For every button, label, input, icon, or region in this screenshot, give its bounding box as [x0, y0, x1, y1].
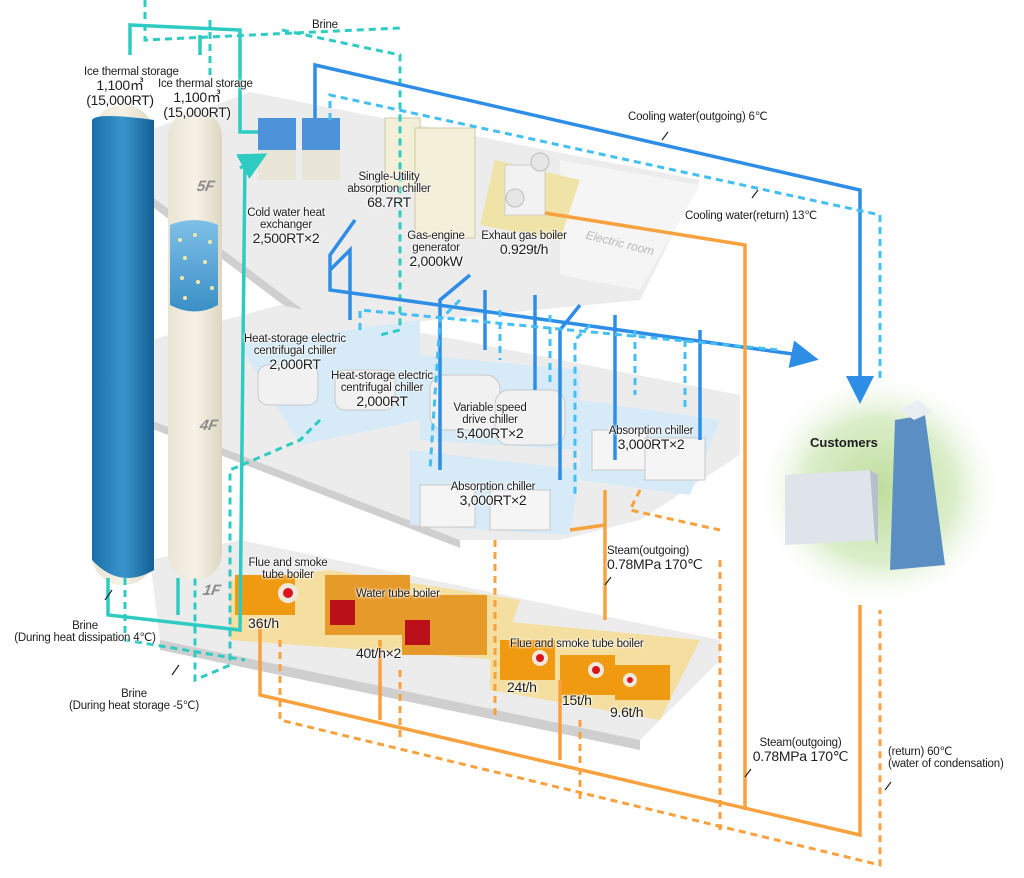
absorption-chiller-1-label: Absorption chiller 3,000RT×2	[608, 425, 694, 453]
boiler-capacity-9-6: 9.6t/h	[610, 704, 644, 720]
cold-water-heat-exchanger-unit	[258, 118, 340, 180]
leader-lines	[104, 131, 892, 791]
ice-storage-tank-2	[168, 110, 222, 580]
heat-storage-chiller-1-label: Heat-storage electric centrifugal chille…	[244, 333, 346, 373]
customer-buildings	[785, 400, 945, 570]
cooling-return-label: Cooling water(return) 13℃	[685, 210, 817, 222]
flue-smoke-tube-boiler-1-capacity: 36t/h	[248, 615, 280, 631]
absorption-chiller-units	[419, 429, 706, 531]
exhaust-gas-boiler-unit	[480, 152, 580, 240]
boiler-capacity-15: 15t/h	[562, 692, 592, 708]
condensate-return-label: (return) 60℃ (water of condensation)	[888, 746, 1004, 771]
customers-label: Customers	[810, 435, 878, 450]
water-tube-boiler-capacity: 40t/h×2	[356, 645, 401, 661]
condensate-return-lines	[278, 489, 882, 867]
centrifugal-chiller-units	[257, 364, 566, 446]
cooling-arrows	[788, 340, 874, 404]
ice-storage-1-label: Ice thermal storage 1,100㎥ (15,000RT)	[84, 66, 179, 108]
brine-storage-label: Brine (During heat storage -5℃)	[68, 688, 199, 713]
single-utility-absorption-chiller-label: Single-Utility absorption chiller 68.7RT	[347, 171, 431, 211]
ice-storage-tank-1	[92, 105, 154, 585]
floor-label-5f: 5F	[195, 178, 217, 195]
floor-label-1f: 1F	[201, 582, 223, 599]
exhaust-gas-boiler-label: Exhaut gas boiler 0.929t/h	[481, 230, 567, 258]
cooling-water-return-lines	[328, 93, 882, 495]
absorption-chiller-2-label: Absorption chiller 3,000RT×2	[450, 481, 536, 509]
brine-top-label: Brine	[312, 19, 338, 31]
gas-engine-generator-unit	[384, 117, 476, 239]
flue-smoke-tube-boiler-1-label: Flue and smoke tube boiler	[248, 557, 328, 582]
boiler-units	[235, 575, 670, 700]
gas-engine-generator-label: Gas-engine generator 2,000kW	[407, 230, 465, 270]
boiler-capacity-24: 24t/h	[507, 679, 537, 695]
cold-water-heat-exchanger-label: Cold water heat exchanger 2,500RT×2	[247, 207, 325, 247]
variable-speed-drive-chiller-label: Variable speed drive chiller 5,400RT×2	[453, 402, 527, 442]
brine-dissipation-label: Brine (During heat dissipation 4℃)	[14, 620, 156, 645]
cooling-water-outgoing-lines	[313, 62, 862, 480]
brine-dashed-lines	[123, 0, 402, 683]
steam-outgoing-1-label: Steam(outgoing) 0.78MPa 170℃	[607, 545, 703, 573]
water-tube-boiler-label: Water tube boiler	[356, 588, 440, 600]
floor-label-4f: 4F	[198, 417, 220, 434]
steam-outgoing-2-label: Steam(outgoing) 0.78MPa 170℃	[752, 737, 849, 765]
heat-storage-chiller-2-label: Heat-storage electric centrifugal chille…	[331, 370, 433, 410]
ice-storage-2-label: Ice thermal storage 1,100㎥ (15,000RT)	[158, 78, 253, 120]
steam-outgoing-lines	[258, 211, 862, 838]
cooling-outgoing-label: Cooling water(outgoing) 6℃	[628, 111, 768, 123]
flue-smoke-tube-boiler-group-label: Flue and smoke tube boiler	[510, 638, 644, 650]
